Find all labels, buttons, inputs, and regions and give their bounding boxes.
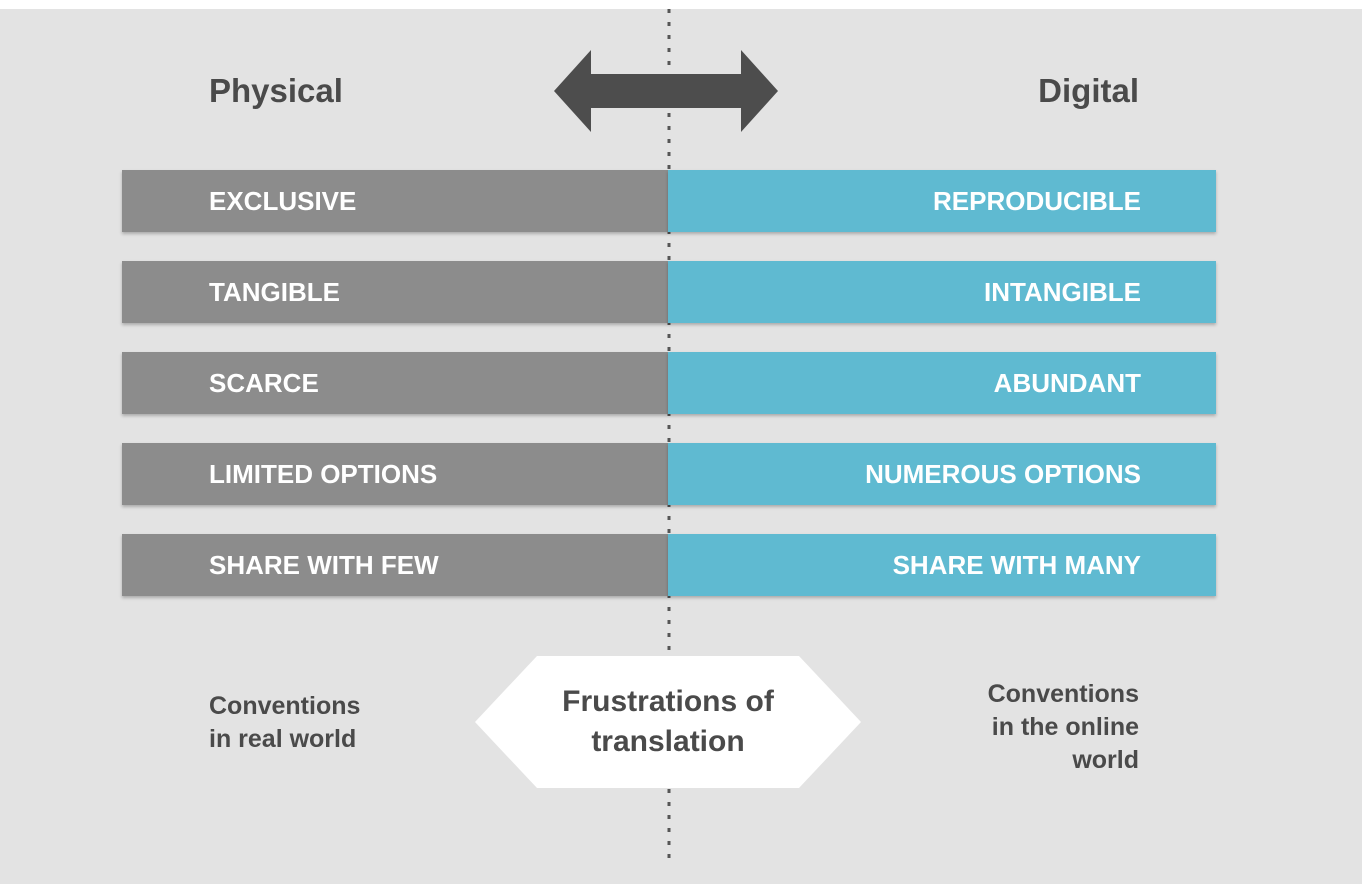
diagram-canvas: Physical Digital EXCLUSIVE REPRODUCIBLE … <box>0 9 1362 884</box>
note-line: in the online <box>991 713 1139 741</box>
double-headed-arrow-icon <box>554 50 778 132</box>
physical-bar: SHARE WITH FEW <box>122 534 668 596</box>
digital-bar: SHARE WITH MANY <box>668 534 1216 596</box>
digital-bar-label: ABUNDANT <box>993 368 1141 398</box>
hexagon-shape <box>475 656 861 788</box>
physical-bar: EXCLUSIVE <box>122 170 668 232</box>
physical-heading: Physical <box>209 72 343 109</box>
digital-heading: Digital <box>1038 72 1139 109</box>
physical-bar: LIMITED OPTIONS <box>122 443 668 505</box>
digital-bar-label: INTANGIBLE <box>984 277 1141 307</box>
physical-bar-label: EXCLUSIVE <box>209 186 357 216</box>
physical-bar: TANGIBLE <box>122 261 668 323</box>
physical-bar-label: TANGIBLE <box>209 277 340 307</box>
digital-bar: REPRODUCIBLE <box>668 170 1216 232</box>
physical-bar-label: SHARE WITH FEW <box>209 550 439 580</box>
note-line: Conventions <box>987 680 1139 708</box>
note-line: Conventions <box>209 692 361 720</box>
comparison-row: EXCLUSIVE REPRODUCIBLE <box>122 170 1216 232</box>
frustrations-label-line: translation <box>591 725 745 758</box>
physical-bar-label: SCARCE <box>209 368 319 398</box>
digital-bar-label: NUMEROUS OPTIONS <box>865 459 1141 489</box>
comparison-row: SCARCE ABUNDANT <box>122 352 1216 414</box>
digital-bar-label: REPRODUCIBLE <box>932 186 1141 216</box>
digital-bar: INTANGIBLE <box>668 261 1216 323</box>
digital-bar: NUMEROUS OPTIONS <box>668 443 1216 505</box>
frustrations-label: Frustrations of translation <box>475 682 861 762</box>
physical-bar-label: LIMITED OPTIONS <box>209 459 438 489</box>
digital-bar: ABUNDANT <box>668 352 1216 414</box>
note-line: in real world <box>209 725 357 753</box>
digital-bar-label: SHARE WITH MANY <box>892 550 1141 580</box>
physical-bar: SCARCE <box>122 352 668 414</box>
comparison-row: TANGIBLE INTANGIBLE <box>122 261 1216 323</box>
note-line: world <box>1072 746 1139 774</box>
online-world-conventions-note: Conventions in the online world <box>988 678 1139 777</box>
comparison-row: LIMITED OPTIONS NUMEROUS OPTIONS <box>122 443 1216 505</box>
comparison-row: SHARE WITH FEW SHARE WITH MANY <box>122 534 1216 596</box>
real-world-conventions-note: Conventions in real world <box>209 690 360 756</box>
frustrations-label-line: Frustrations of <box>562 685 774 718</box>
